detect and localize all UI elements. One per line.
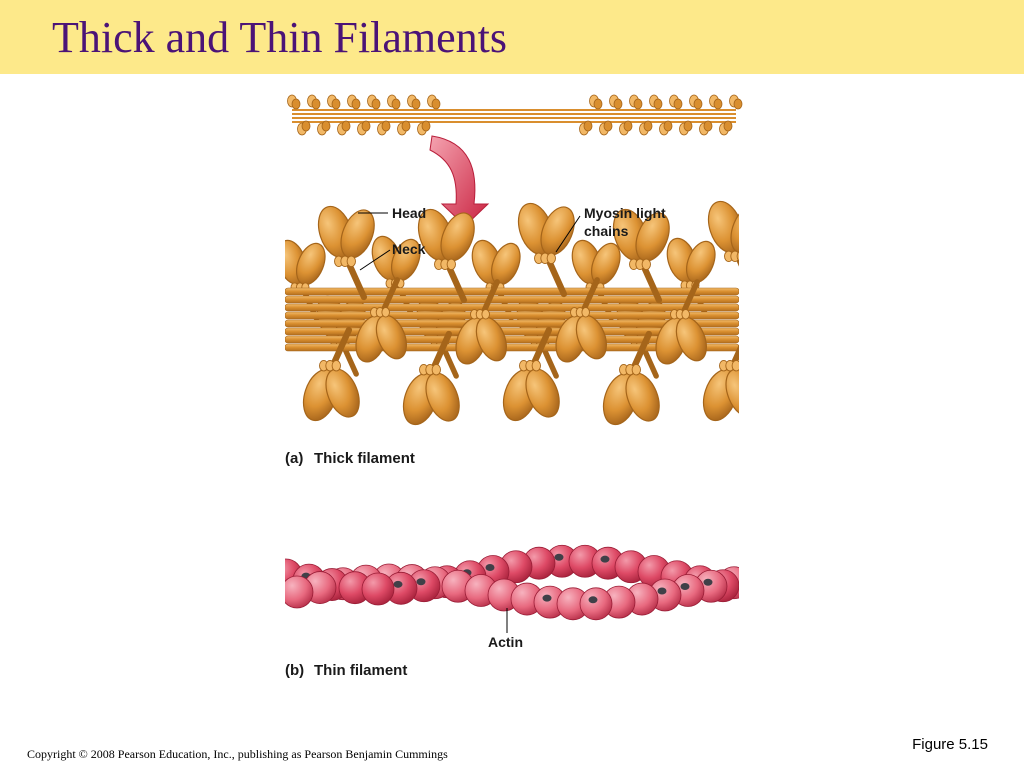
overview-head bbox=[391, 98, 401, 110]
actin-binding-site bbox=[416, 578, 426, 586]
actin-subunit bbox=[285, 575, 314, 609]
overview-head bbox=[351, 98, 361, 110]
myosin-tail-rod bbox=[285, 311, 739, 320]
myosin-tail-rod bbox=[285, 295, 739, 304]
light-chain bbox=[546, 252, 556, 264]
overview-head bbox=[431, 98, 441, 110]
actin-binding-site bbox=[703, 578, 713, 586]
myosin-tail-rod bbox=[285, 287, 739, 296]
light-chain bbox=[381, 307, 390, 318]
overview-head bbox=[593, 98, 603, 110]
overview-head bbox=[673, 98, 683, 110]
actin-label: Actin bbox=[488, 634, 523, 650]
actin-binding-site bbox=[600, 555, 610, 563]
overview-head bbox=[693, 98, 703, 110]
overview-head bbox=[361, 120, 371, 132]
light-chain bbox=[481, 309, 490, 320]
light-chain bbox=[641, 258, 651, 270]
overview-head bbox=[341, 120, 351, 132]
figure-number: Figure 5.15 bbox=[912, 736, 988, 753]
actin-binding-site bbox=[393, 580, 403, 588]
light-chains-label-line1: Myosin light bbox=[584, 205, 666, 221]
overview-head bbox=[421, 120, 431, 132]
light-chain bbox=[581, 307, 590, 318]
light-chains-leader-line bbox=[555, 215, 581, 253]
overview-head bbox=[371, 98, 381, 110]
overview-head bbox=[291, 98, 301, 110]
light-chain bbox=[346, 255, 356, 267]
light-chain bbox=[431, 364, 441, 376]
myosin-tail-rod bbox=[285, 303, 739, 312]
light-chain bbox=[631, 364, 641, 376]
overview-head bbox=[613, 98, 623, 110]
overview-head bbox=[583, 120, 593, 132]
actin-binding-site bbox=[554, 553, 564, 561]
overview-head bbox=[643, 120, 653, 132]
actin-subunit bbox=[361, 572, 395, 606]
zoom-arrow bbox=[429, 135, 490, 227]
actin-subunit bbox=[579, 587, 613, 621]
overview-head bbox=[703, 120, 713, 132]
overview-head bbox=[301, 120, 311, 132]
overview-head bbox=[733, 98, 743, 110]
overview-head bbox=[653, 98, 663, 110]
light-chain bbox=[331, 360, 341, 372]
panel-b-letter: (b) bbox=[285, 662, 304, 679]
actin-binding-site bbox=[588, 596, 598, 604]
slide-title: Thick and Thin Filaments bbox=[52, 13, 508, 62]
overview-head bbox=[663, 120, 673, 132]
actin-binding-site bbox=[680, 582, 690, 590]
overview-head bbox=[603, 120, 613, 132]
overview-head bbox=[321, 120, 331, 132]
light-chain bbox=[730, 250, 739, 262]
light-chain bbox=[736, 251, 739, 262]
light-chain bbox=[531, 360, 541, 372]
light-chains-label-line2: chains bbox=[584, 223, 629, 239]
neck-leader-line bbox=[359, 249, 391, 271]
title-band bbox=[0, 0, 1024, 74]
actin-binding-site bbox=[657, 587, 667, 595]
light-chain bbox=[731, 360, 739, 372]
overview-head bbox=[683, 120, 693, 132]
light-chain bbox=[681, 309, 690, 320]
overview-head bbox=[411, 98, 421, 110]
overview-head bbox=[401, 120, 411, 132]
panel-a-letter: (a) bbox=[285, 450, 303, 467]
overview-head bbox=[723, 120, 733, 132]
overview-head bbox=[633, 98, 643, 110]
panel-a-caption: Thick filament bbox=[314, 450, 415, 467]
actin-binding-site bbox=[485, 564, 495, 572]
neck-label: Neck bbox=[392, 241, 426, 257]
light-chain bbox=[446, 258, 456, 270]
overview-head bbox=[311, 98, 321, 110]
copyright-notice: Copyright © 2008 Pearson Education, Inc.… bbox=[27, 747, 448, 761]
thick-filament-overview bbox=[287, 94, 743, 136]
overview-head bbox=[623, 120, 633, 132]
overview-head bbox=[713, 98, 723, 110]
thin-filament bbox=[285, 544, 739, 621]
overview-head bbox=[331, 98, 341, 110]
actin-binding-site bbox=[542, 594, 552, 602]
panel-b-caption: Thin filament bbox=[314, 662, 407, 679]
head-label: Head bbox=[392, 205, 426, 221]
overview-head bbox=[381, 120, 391, 132]
thick-filament bbox=[285, 200, 739, 426]
